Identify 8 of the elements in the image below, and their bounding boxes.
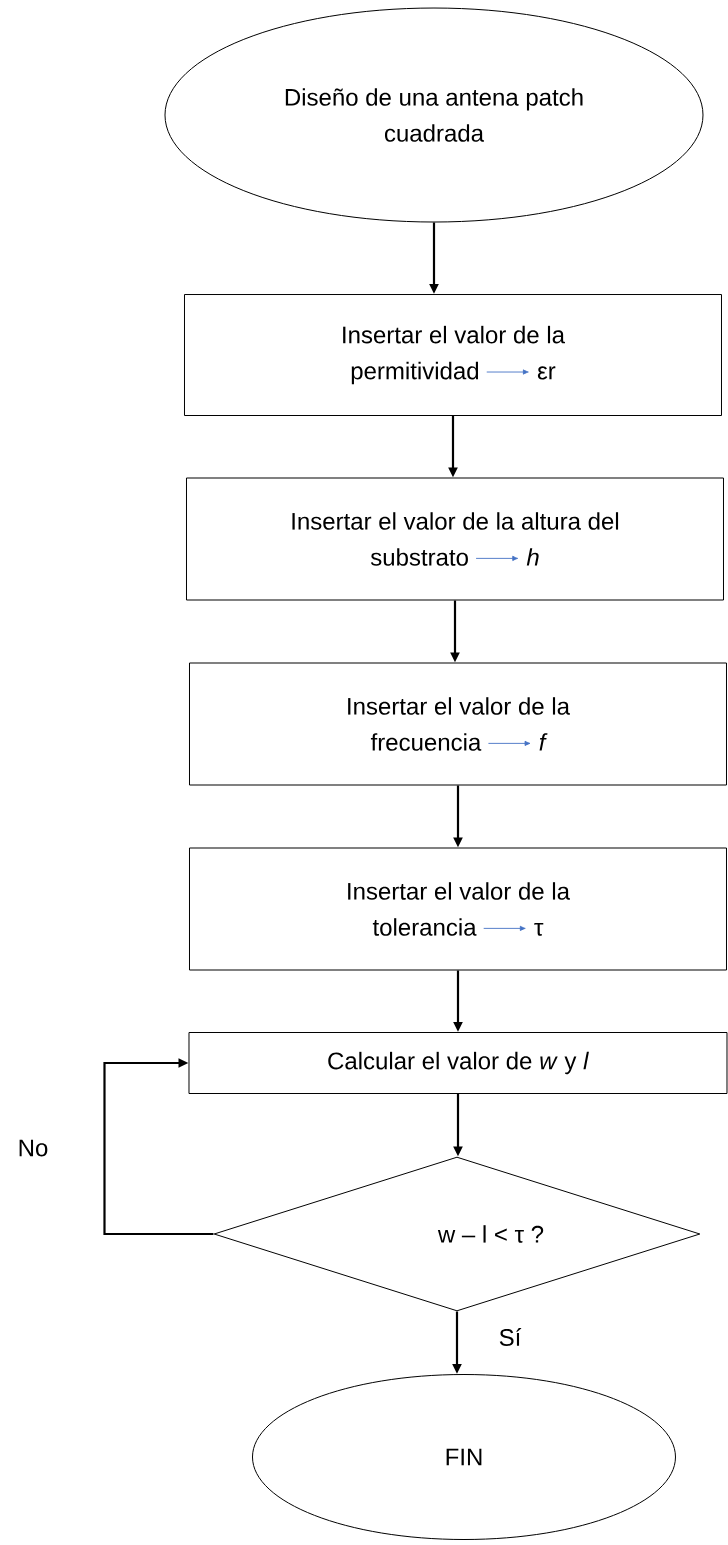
process-box: Calcular el valor de w y l <box>188 1032 728 1094</box>
process-box: Insertar el valor de la tolerancia τ <box>189 847 727 971</box>
edge-label: Sí <box>496 1326 524 1348</box>
process-box: Insertar el valor de la permitividad εr <box>184 294 722 416</box>
edge-label: No <box>15 1137 51 1159</box>
arrow <box>103 1058 214 1236</box>
process-box: Insertar el valor de la altura del substrato h <box>186 477 724 601</box>
process-box: Insertar el valor de la frecuencia f <box>189 662 727 786</box>
